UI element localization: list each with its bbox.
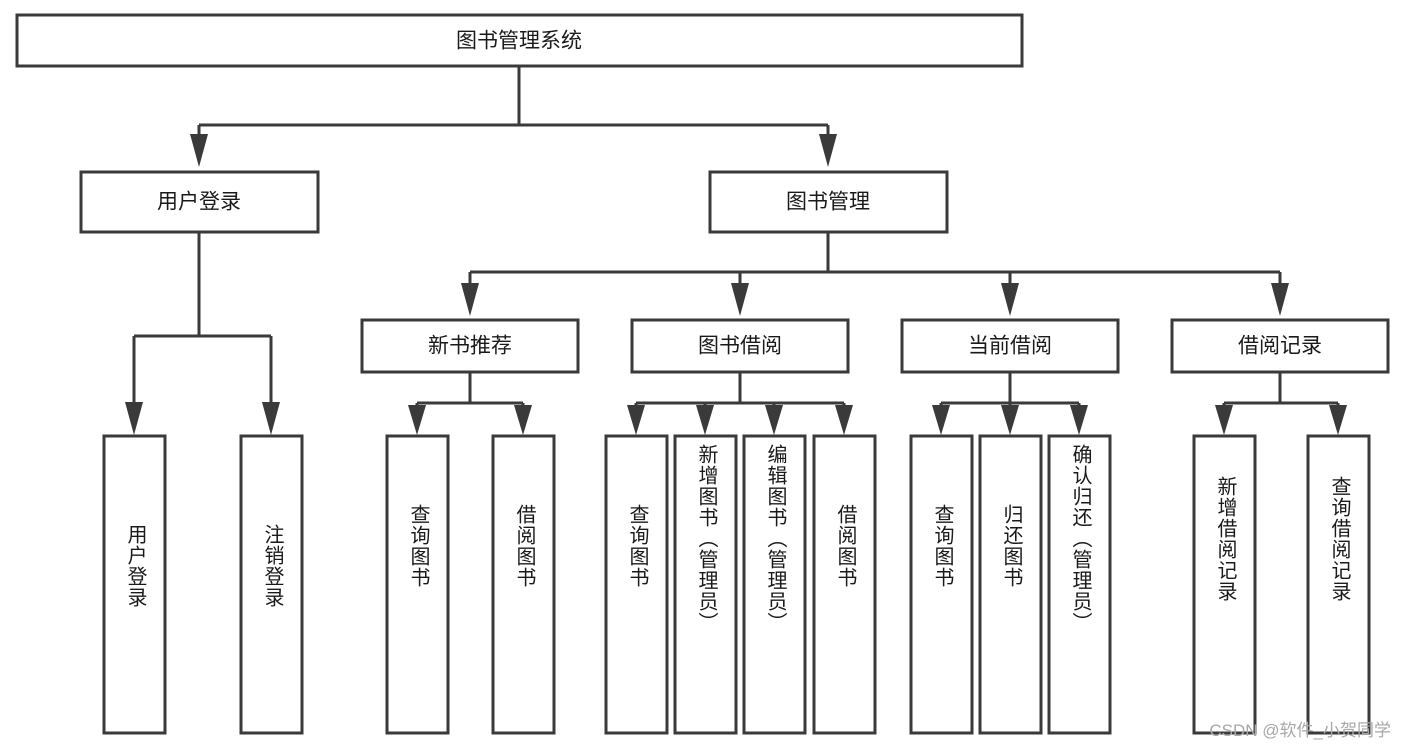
connector-current-borrow-to-leaves <box>932 372 1088 435</box>
leaf-box-book-borrow-1[interactable] <box>604 434 669 735</box>
arrow-head-to-new-book <box>461 283 479 316</box>
leaf-box-current-borrow-2[interactable] <box>978 434 1043 735</box>
arrow-head-borrow-records-leaf-2 <box>1329 405 1347 435</box>
leaf-box-user-login-1[interactable] <box>102 434 167 735</box>
leaf-box-borrow-records-1[interactable] <box>1192 434 1257 735</box>
leaf-box-book-borrow-4[interactable] <box>812 434 877 735</box>
leaf-box-user-login-2[interactable] <box>239 434 304 735</box>
leaf-box-borrow-records-2[interactable] <box>1306 434 1371 735</box>
arrow-head-new-book-leaf-2 <box>514 405 532 435</box>
arrow-head-book-borrow-leaf-1 <box>627 405 645 435</box>
book-manage-box[interactable] <box>708 170 949 234</box>
current-borrow-box[interactable] <box>900 318 1120 374</box>
new-book-recommend-box[interactable] <box>360 318 580 374</box>
leaf-box-book-borrow-3[interactable] <box>742 434 807 735</box>
arrow-head-to-borrow-records <box>1271 283 1289 316</box>
connector-borrow-records-to-leaves <box>1215 372 1347 435</box>
node-book-manage[interactable]: 图书管理 <box>708 170 949 234</box>
connector-user-login-to-leaves <box>125 232 280 435</box>
node-current-borrow[interactable]: 当前借阅 <box>900 318 1120 374</box>
borrow-records-box[interactable] <box>1170 318 1390 374</box>
root-label: 图书管理系统 <box>456 30 582 53</box>
watermark-text: CSDN @软件_小贺同学 <box>1209 721 1391 740</box>
leaf-box-book-borrow-2[interactable] <box>673 434 738 735</box>
arrow-head-to-book-manage <box>819 134 837 167</box>
node-book-borrow[interactable]: 图书借阅 <box>630 318 850 374</box>
arrow-head-to-book-borrow <box>731 283 749 316</box>
arrow-head-current-borrow-leaf-1 <box>932 405 950 435</box>
connector-book-borrow-to-leaves <box>627 372 853 435</box>
leaf-box-current-borrow-3[interactable] <box>1047 434 1112 735</box>
node-root[interactable]: 图书管理系统 <box>15 13 1024 68</box>
arrow-head-user-login-leaf-2 <box>262 402 280 435</box>
node-new-book-recommend[interactable]: 新书推荐 <box>360 318 580 374</box>
arrow-head-to-user-login <box>190 134 208 167</box>
connector-book-manage-to-level3 <box>461 232 1289 316</box>
new-book-recommend-label: 新书推荐 <box>428 335 512 358</box>
arrow-head-user-login-leaf-1 <box>125 402 143 435</box>
arrow-head-to-current-borrow <box>1001 283 1019 316</box>
arrow-head-book-borrow-leaf-3 <box>765 405 783 435</box>
arrow-head-book-borrow-leaf-2 <box>696 405 714 435</box>
leaf-box-new-book-1[interactable] <box>385 434 450 735</box>
arrow-head-new-book-leaf-1 <box>408 405 426 435</box>
leaf-box-new-book-2[interactable] <box>491 434 556 735</box>
node-borrow-records[interactable]: 借阅记录 <box>1170 318 1390 374</box>
book-manage-label: 图书管理 <box>786 191 870 214</box>
arrow-head-book-borrow-leaf-4 <box>835 405 853 435</box>
borrow-records-label: 借阅记录 <box>1238 335 1322 358</box>
root-box[interactable] <box>15 13 1024 68</box>
connector-root-to-level2 <box>190 66 837 167</box>
leaf-box-current-borrow-1[interactable] <box>909 434 974 735</box>
arrow-head-current-borrow-leaf-2 <box>1001 405 1019 435</box>
arrow-head-current-borrow-leaf-3 <box>1070 405 1088 435</box>
node-user-login[interactable]: 用户登录 <box>79 170 320 234</box>
connector-new-book-to-leaves <box>408 372 532 435</box>
current-borrow-label: 当前借阅 <box>968 335 1052 358</box>
book-borrow-box[interactable] <box>630 318 850 374</box>
book-borrow-label: 图书借阅 <box>698 335 782 358</box>
arrow-head-borrow-records-leaf-1 <box>1215 405 1233 435</box>
user-login-label: 用户登录 <box>157 191 241 214</box>
